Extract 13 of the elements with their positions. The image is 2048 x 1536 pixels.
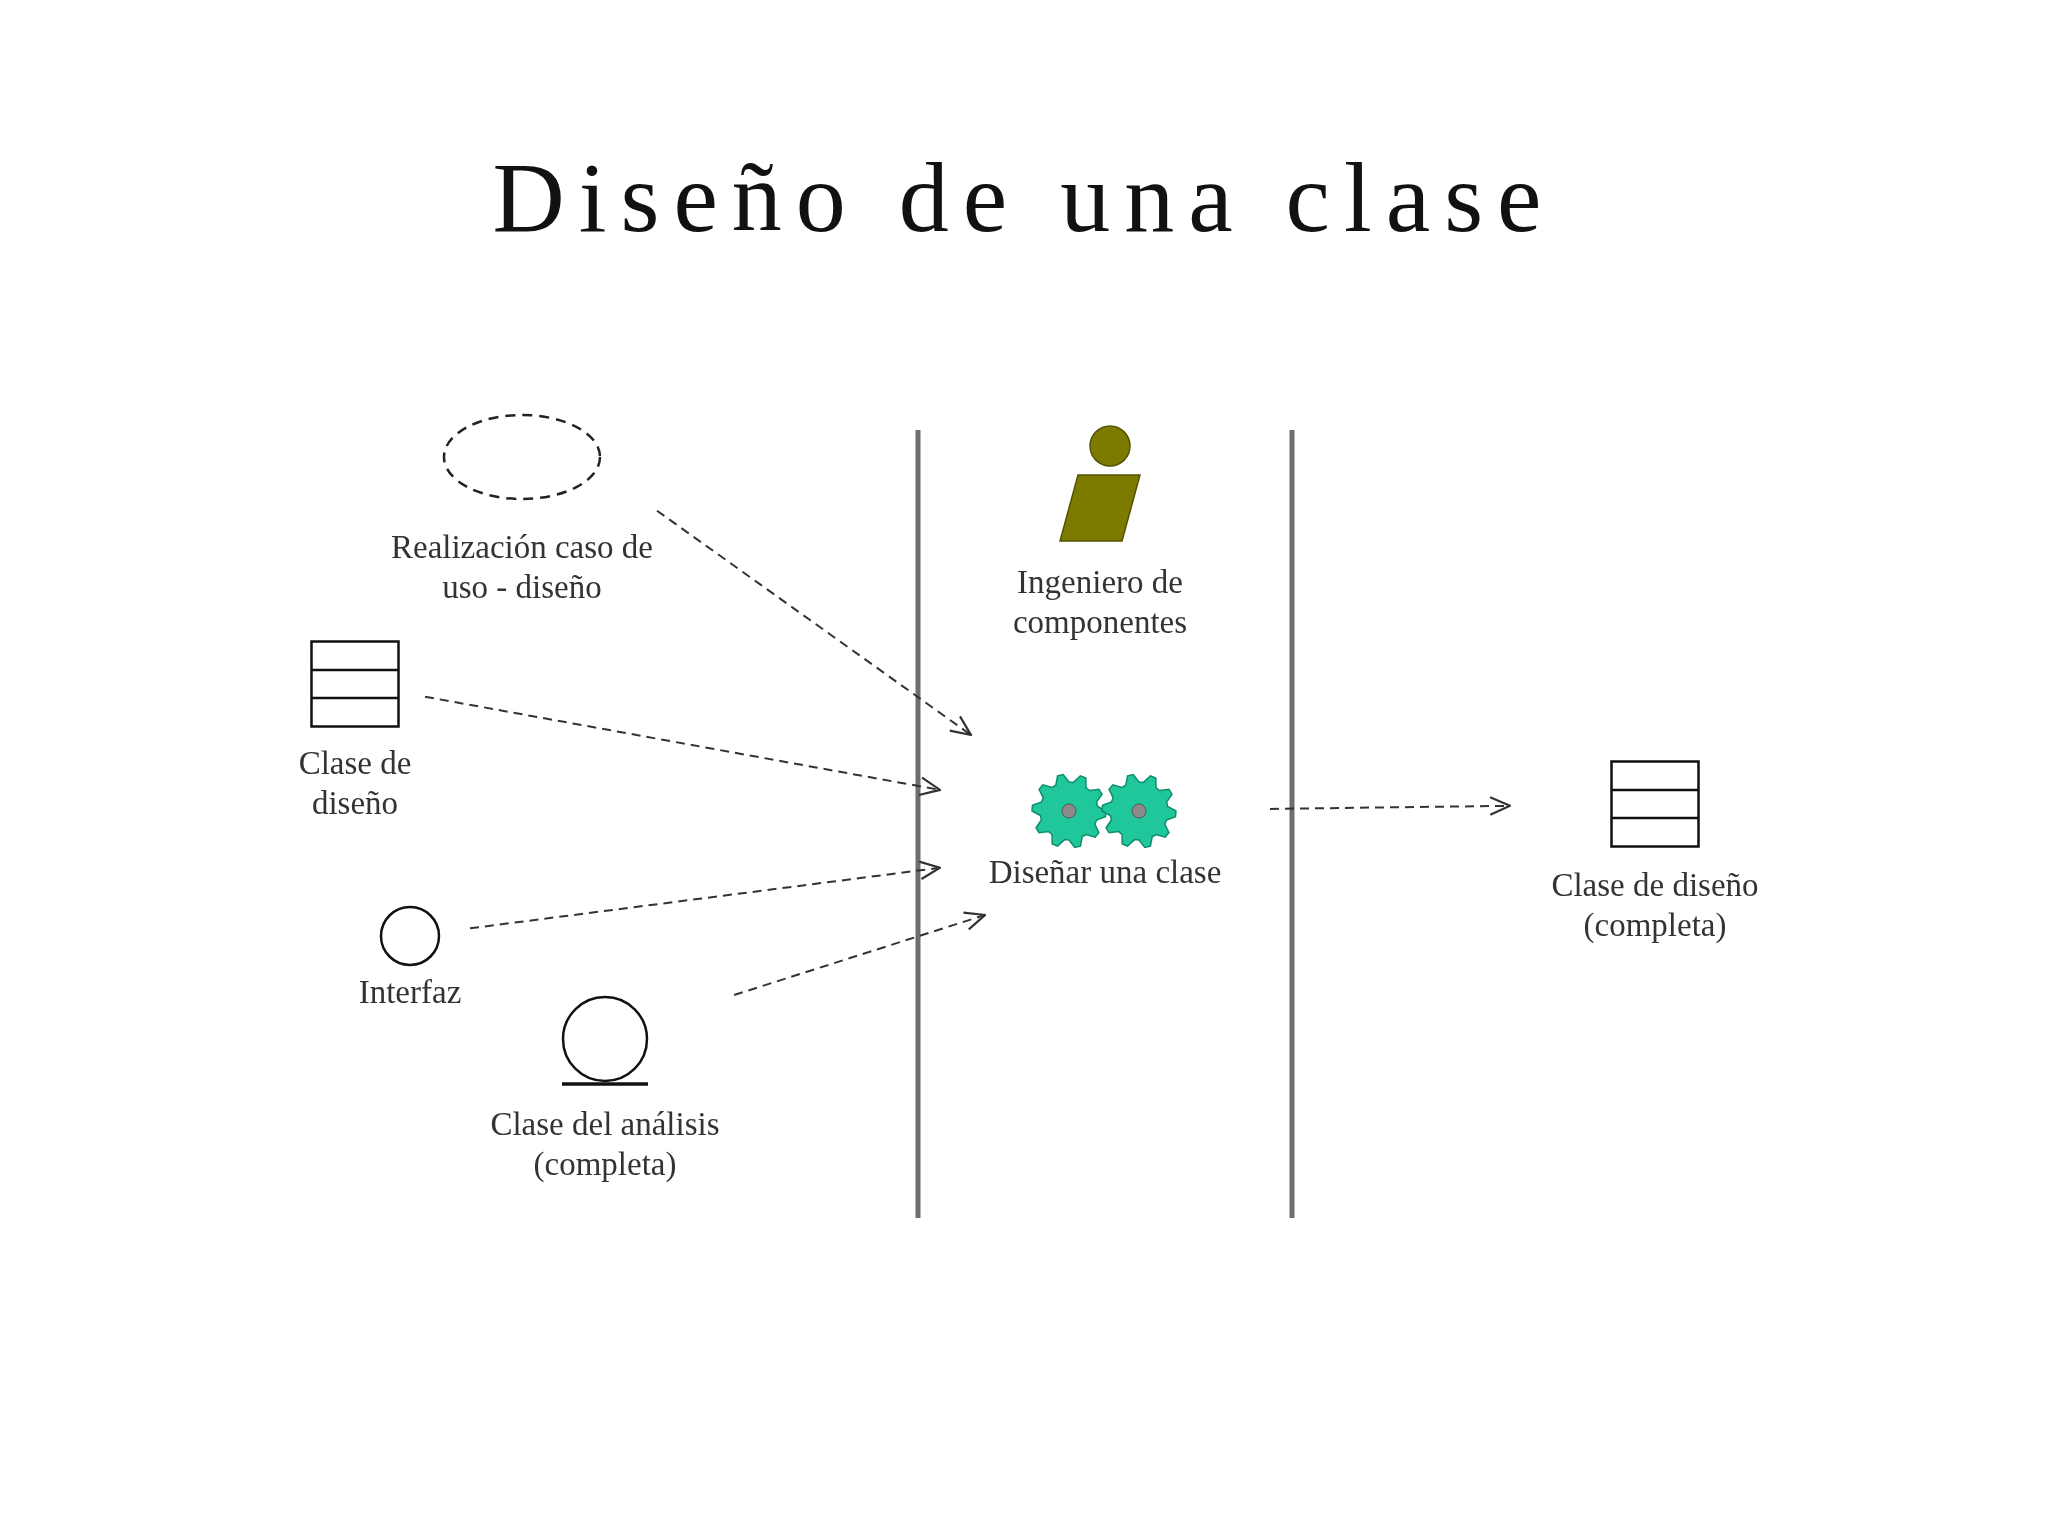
role-label: Ingeniero de componentes bbox=[1011, 563, 1189, 642]
dependency-arrow bbox=[1269, 796, 1512, 816]
node-label: Clase del análisis (completa) bbox=[489, 1105, 721, 1184]
activity-label: Diseñar una clase bbox=[988, 853, 1222, 892]
node-label: Clase de diseño (completa) bbox=[1550, 866, 1760, 945]
dependency-arrow bbox=[656, 509, 973, 737]
node-label: Interfaz bbox=[358, 973, 462, 1012]
node-label: Realización caso de uso - diseño bbox=[389, 528, 654, 607]
dependency-arrow bbox=[424, 695, 942, 797]
dependency-arrow bbox=[733, 911, 987, 996]
dependency-arrow bbox=[469, 860, 942, 930]
slide-title: Diseño de una clase bbox=[492, 141, 1556, 255]
node-label: Clase de diseño bbox=[297, 744, 413, 823]
